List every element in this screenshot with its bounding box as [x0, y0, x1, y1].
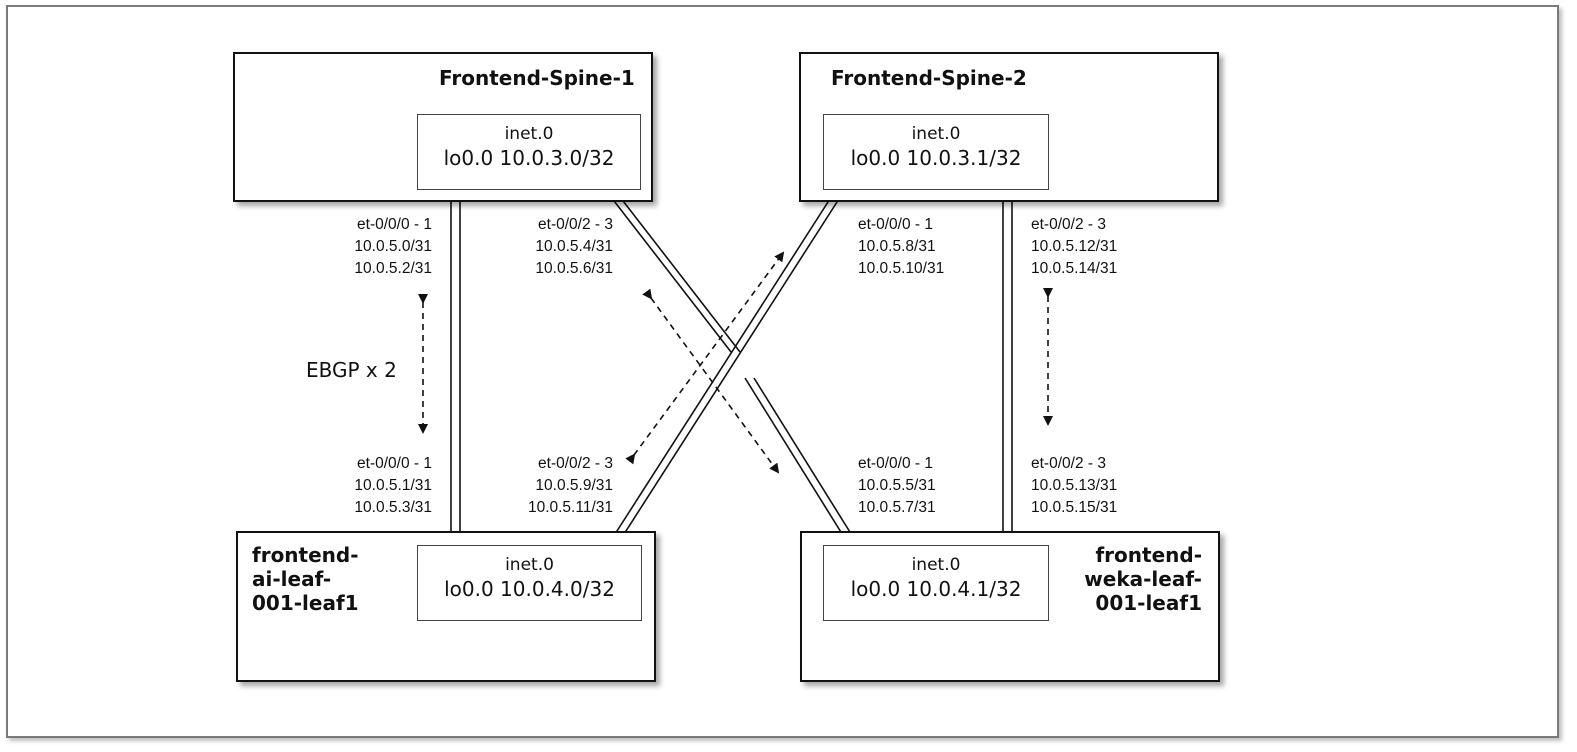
node-title-line: frontend-	[252, 543, 359, 567]
loopback-address: lo0.0 10.0.3.1/32	[850, 146, 1022, 170]
subnet-label: 10.0.5.15/31	[1031, 499, 1118, 516]
subnet-label: 10.0.5.6/31	[535, 260, 613, 277]
routing-table-name: inet.0	[504, 124, 554, 144]
interface-label: et-0/0/0 - 1	[858, 455, 933, 472]
interface-label: et-0/0/2 - 3	[1031, 455, 1106, 472]
routing-table-box: inet.0 lo0.0 10.0.4.0/32	[417, 545, 642, 621]
interface-label: et-0/0/2 - 3	[1031, 216, 1106, 233]
subnet-label: 10.0.5.12/31	[1031, 238, 1118, 255]
loopback-address: lo0.0 10.0.4.1/32	[850, 577, 1022, 601]
node-title-line: 001-leaf1	[1095, 591, 1202, 615]
node-frontend-weka-leaf: frontend- weka-leaf- 001-leaf1 inet.0 lo…	[800, 531, 1220, 682]
ebgp-arrows	[418, 251, 1053, 474]
link-label-aileaf-s2-bottom: et-0/0/2 - 3 10.0.5.9/31 10.0.5.11/31	[480, 453, 613, 519]
node-title: frontend- weka-leaf- 001-leaf1	[1084, 543, 1202, 615]
node-title: Frontend-Spine-2	[831, 66, 1027, 90]
subnet-label: 10.0.5.13/31	[1031, 477, 1118, 494]
subnet-label: 10.0.5.1/31	[354, 477, 432, 494]
node-frontend-spine-1: Frontend-Spine-1 inet.0 lo0.0 10.0.3.0/3…	[233, 52, 653, 202]
subnet-label: 10.0.5.3/31	[354, 499, 432, 516]
node-frontend-spine-2: Frontend-Spine-2 inet.0 lo0.0 10.0.3.1/3…	[799, 52, 1219, 202]
routing-table-name: inet.0	[505, 555, 554, 575]
subnet-label: 10.0.5.7/31	[858, 499, 936, 516]
node-title-line: frontend-	[1095, 543, 1202, 567]
interface-label: et-0/0/2 - 3	[538, 216, 613, 233]
loopback-address: lo0.0 10.0.3.0/32	[443, 146, 615, 170]
subnet-label: 10.0.5.0/31	[354, 238, 432, 255]
link-label-wekaleaf-s2-bottom: et-0/0/2 - 3 10.0.5.13/31 10.0.5.15/31	[1031, 453, 1117, 519]
subnet-label: 10.0.5.9/31	[535, 477, 613, 494]
interface-label: et-0/0/0 - 1	[357, 455, 432, 472]
link-label-s2-aileaf-top: et-0/0/0 - 1 10.0.5.8/31 10.0.5.10/31	[858, 214, 944, 280]
routing-table-box: inet.0 lo0.0 10.0.4.1/32	[823, 545, 1049, 621]
subnet-label: 10.0.5.14/31	[1031, 260, 1118, 277]
node-title: frontend- ai-leaf- 001-leaf1	[252, 543, 359, 615]
link-label-s2-wekaleaf-top: et-0/0/2 - 3 10.0.5.12/31 10.0.5.14/31	[1031, 214, 1117, 280]
node-title-line: ai-leaf-	[252, 567, 332, 591]
subnet-label: 10.0.5.2/31	[354, 260, 432, 277]
node-title: Frontend-Spine-1	[439, 66, 635, 90]
node-frontend-ai-leaf: frontend- ai-leaf- 001-leaf1 inet.0 lo0.…	[236, 531, 656, 682]
node-title-line: 001-leaf1	[252, 591, 359, 615]
interface-label: et-0/0/0 - 1	[357, 216, 432, 233]
interface-label: et-0/0/2 - 3	[538, 455, 613, 472]
routing-table-box: inet.0 lo0.0 10.0.3.1/32	[823, 114, 1049, 190]
node-title-line: weka-leaf-	[1084, 567, 1202, 591]
subnet-label: 10.0.5.4/31	[535, 238, 613, 255]
subnet-label: 10.0.5.5/31	[858, 477, 936, 494]
routing-table-name: inet.0	[911, 555, 961, 575]
interface-label: et-0/0/0 - 1	[858, 216, 933, 233]
link-label-s1-aileaf-top: et-0/0/0 - 1 10.0.5.0/31 10.0.5.2/31	[300, 214, 432, 280]
link-label-s1-wekaleaf-top: et-0/0/2 - 3 10.0.5.4/31 10.0.5.6/31	[480, 214, 613, 280]
subnet-label: 10.0.5.8/31	[858, 238, 936, 255]
routing-table-name: inet.0	[911, 124, 961, 144]
link-spine1-aileaf	[450, 188, 461, 545]
subnet-label: 10.0.5.10/31	[858, 260, 945, 277]
ebgp-arrow-diag-up	[625, 251, 785, 465]
link-spine2-wekaleaf	[1002, 188, 1013, 545]
link-label-wekaleaf-s1-bottom: et-0/0/0 - 1 10.0.5.5/31 10.0.5.7/31	[858, 453, 936, 519]
link-label-aileaf-s1-bottom: et-0/0/0 - 1 10.0.5.1/31 10.0.5.3/31	[300, 453, 432, 519]
subnet-label: 10.0.5.11/31	[527, 499, 613, 516]
loopback-address: lo0.0 10.0.4.0/32	[444, 577, 615, 601]
ebgp-label: EBGP x 2	[306, 358, 397, 382]
routing-table-box: inet.0 lo0.0 10.0.3.0/32	[417, 114, 641, 190]
ebgp-arrow-diag-down	[642, 288, 780, 474]
link-spine2-aileaf	[607, 187, 847, 546]
